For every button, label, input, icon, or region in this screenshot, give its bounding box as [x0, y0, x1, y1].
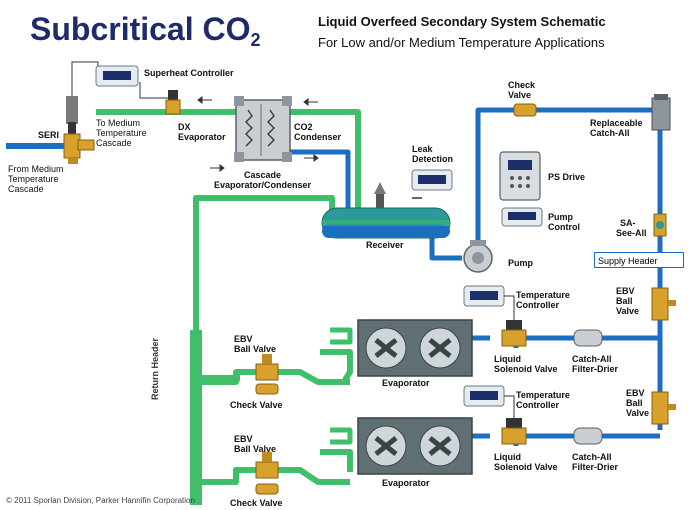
label-temp-controller-1a: Temperature	[516, 290, 570, 300]
label-co2-condenser-2: Condenser	[294, 132, 342, 142]
label-sa-see-all-2: See-All	[616, 228, 647, 238]
label-dx-evaporator-1: DX	[178, 122, 191, 132]
subtitle-line-2: For Low and/or Medium Temperature Applic…	[318, 35, 605, 50]
label-leak-2: Detection	[412, 154, 454, 164]
seri-valve-icon	[63, 96, 95, 164]
label-temp-controller-2a: Temperature	[516, 390, 570, 400]
label-check-valve-top-1: Check	[508, 80, 536, 90]
label-temp-controller-2b: Controller	[516, 400, 560, 410]
solenoid-valve-icon	[165, 90, 181, 115]
label-ps-drive: PS Drive	[548, 172, 586, 182]
controller-display-icon	[411, 169, 453, 199]
label-catch-all-1: Replaceable	[590, 118, 643, 128]
label-to-medium-3: Cascade	[96, 138, 132, 148]
label-leak-1: Leak	[412, 144, 433, 154]
label-pump: Pump	[508, 258, 534, 268]
label-cascade-2: Evaporator/Condenser	[214, 180, 312, 190]
label-ebv-left-1a: EBV	[234, 334, 253, 344]
filter-drier-icon	[573, 427, 603, 445]
label-dx-evaporator-2: Evaporator	[178, 132, 226, 142]
evaporator-unit-1	[357, 319, 473, 377]
label-filter-drier-2a: Catch-All	[572, 452, 612, 462]
pump-icon	[463, 240, 493, 273]
label-to-medium-2: Temperature	[96, 128, 147, 138]
label-ebv-right-2a: EBV	[626, 388, 645, 398]
ball-valve-icon	[255, 452, 279, 479]
label-co2-condenser-1: CO2	[294, 122, 313, 132]
ball-valve-icon	[651, 287, 676, 321]
evaporator-unit-2	[357, 417, 473, 475]
solenoid-valve-icon	[501, 320, 527, 347]
control-wire	[139, 82, 170, 99]
label-return-header: Return Header	[150, 337, 160, 400]
flow-arrows	[197, 96, 319, 172]
label-catch-all-2: Catch-All	[590, 128, 630, 138]
label-superheat-controller: Superheat Controller	[144, 68, 234, 78]
label-filter-drier-1a: Catch-All	[572, 354, 612, 364]
supply-header-box: Supply Header	[594, 252, 684, 268]
heat-exchanger-icon	[234, 96, 292, 162]
page-title: Subcritical CO2	[30, 11, 261, 50]
label-cascade-1: Cascade	[244, 170, 282, 180]
label-receiver: Receiver	[366, 240, 404, 250]
controller-display-icon	[501, 207, 543, 227]
label-pump-control-1: Pump	[548, 212, 574, 222]
copyright-notice: © 2011 Sporlan Division, Parker Hannifin…	[6, 496, 195, 505]
filter-drier-icon	[651, 94, 671, 131]
label-filter-drier-2b: Filter-Drier	[572, 462, 619, 472]
label-seri: SERI	[38, 130, 60, 140]
label-pump-control-2: Control	[548, 222, 580, 232]
label-ebv-right-2c: Valve	[626, 408, 650, 418]
label-from-medium-2: Temperature	[8, 174, 59, 184]
label-check-valve-2: Check Valve	[230, 498, 283, 508]
label-ebv-right-1b: Ball	[616, 296, 633, 306]
check-valve-icon	[255, 483, 279, 495]
label-filter-drier-1b: Filter-Drier	[572, 364, 619, 374]
label-ebv-right-2b: Ball	[626, 398, 643, 408]
controller-display-icon	[463, 285, 515, 322]
label-ebv-right-1c: Valve	[616, 306, 640, 316]
label-liquid-solenoid-2b: Solenoid Valve	[494, 462, 558, 472]
controller-display-icon	[463, 385, 515, 420]
label-evaporator-1: Evaporator	[382, 378, 430, 388]
label-liquid-solenoid-2a: Liquid	[494, 452, 521, 462]
label-liquid-solenoid-1a: Liquid	[494, 354, 521, 364]
receiver-tank-icon	[321, 182, 451, 239]
label-liquid-solenoid-1b: Solenoid Valve	[494, 364, 558, 374]
label-check-valve-1: Check Valve	[230, 400, 283, 410]
check-valve-icon	[513, 103, 537, 117]
sight-glass-icon	[653, 213, 667, 237]
ball-valve-icon	[651, 391, 676, 425]
label-ebv-left-2a: EBV	[234, 434, 253, 444]
label-ebv-left-1b: Ball Valve	[234, 344, 277, 354]
solenoid-valve-icon	[501, 418, 527, 445]
filter-drier-icon	[573, 329, 603, 347]
controller-display-icon	[95, 65, 139, 87]
green-piping	[96, 109, 361, 505]
label-ebv-left-2b: Ball Valve	[234, 444, 277, 454]
label-from-medium-1: From Medium	[8, 164, 64, 174]
subtitle-line-1: Liquid Overfeed Secondary System Schemat…	[318, 14, 606, 29]
label-from-medium-3: Cascade	[8, 184, 44, 194]
label-temp-controller-1b: Controller	[516, 300, 560, 310]
label-sa-see-all-1: SA-	[620, 218, 636, 228]
check-valve-icon	[255, 383, 279, 395]
label-to-medium-1: To Medium	[96, 118, 141, 128]
ball-valve-icon	[255, 354, 279, 381]
label-check-valve-top-2: Valve	[508, 90, 532, 100]
label-evaporator-2: Evaporator	[382, 478, 430, 488]
label-ebv-right-1a: EBV	[616, 286, 635, 296]
ps-drive-icon	[499, 151, 541, 201]
